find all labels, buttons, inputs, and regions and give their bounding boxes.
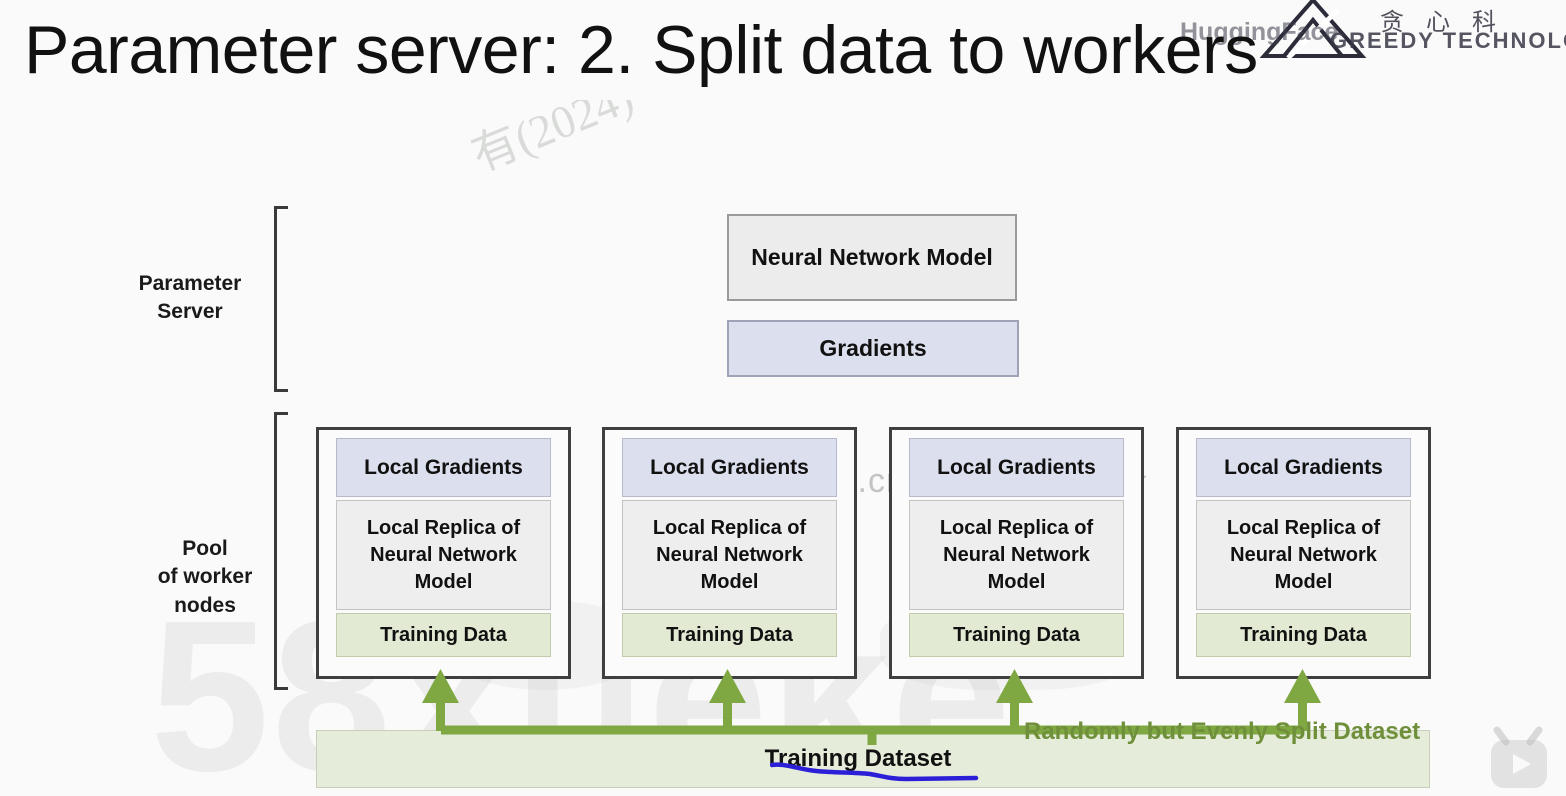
watermark-brand-en: GREEDY TECHNOLOGY: [1330, 28, 1566, 53]
worker-node: Local Gradients Local Replica of Neural …: [889, 427, 1144, 679]
worker-local-replica: Local Replica of Neural Network Model: [909, 500, 1124, 610]
box-neural-network-model: Neural Network Model: [727, 214, 1017, 301]
worker-training-data: Training Data: [336, 613, 551, 657]
worker-node: Local Gradients Local Replica of Neural …: [602, 427, 857, 679]
label-parameter-server: Parameter Server: [138, 272, 242, 324]
label-worker-pool: Pool of worker nodes: [157, 537, 253, 617]
handdrawn-underline: [770, 762, 979, 782]
worker-local-gradients: Local Gradients: [622, 438, 837, 497]
worker-training-data: Training Data: [622, 613, 837, 657]
worker-local-replica: Local Replica of Neural Network Model: [336, 500, 551, 610]
worker-training-data: Training Data: [1196, 613, 1411, 657]
worker-training-data: Training Data: [909, 613, 1124, 657]
worker-local-gradients: Local Gradients: [336, 438, 551, 497]
handwriting-2024-watermark: 有(2024): [470, 100, 640, 181]
dataset-split-arrows: [422, 669, 1321, 745]
box-training-dataset: Training Dataset: [316, 730, 1430, 788]
svg-text:有(2024): 有(2024): [470, 100, 640, 181]
watermark-brand-cn: 贪心科: [1380, 9, 1518, 36]
bracket-worker-pool: [274, 412, 288, 690]
worker-local-replica: Local Replica of Neural Network Model: [1196, 500, 1411, 610]
worker-local-gradients: Local Gradients: [1196, 438, 1411, 497]
page-title: Parameter server: 2. Split data to worke…: [24, 12, 1258, 88]
bracket-parameter-server: [274, 206, 288, 392]
worker-local-replica: Local Replica of Neural Network Model: [622, 500, 837, 610]
label-split-dataset-note: Randomly but Evenly Split Dataset: [1024, 718, 1421, 745]
worker-node: Local Gradients Local Replica of Neural …: [1176, 427, 1431, 679]
worker-local-gradients: Local Gradients: [909, 438, 1124, 497]
box-gradients: Gradients: [727, 320, 1019, 377]
brand-triangle-icon: [1259, 0, 1367, 60]
worker-node: Local Gradients Local Replica of Neural …: [316, 427, 571, 679]
